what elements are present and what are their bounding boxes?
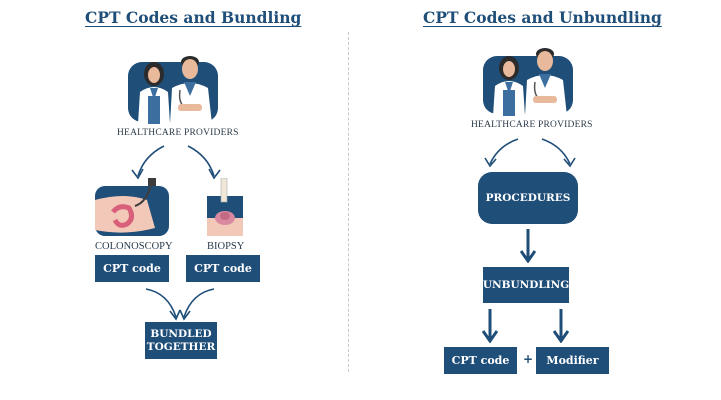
right-providers-label: HEALTHCARE PROVIDERS [471,120,593,130]
colonoscopy-label: COLONOSCOPY [95,241,173,252]
down-arrow-icon [520,229,536,263]
bundled-line-2: TOGETHER [146,340,216,353]
right-cpt-code-label: CPT code [451,354,510,367]
right-title: CPT Codes and Unbundling [423,8,662,27]
doctors-illustration-icon [128,56,218,124]
cpt-code-label: CPT code [103,262,161,275]
cpt-code-label: CPT code [194,262,252,275]
right-cpt-code-box: CPT code [444,347,517,374]
modifier-label: Modifier [546,354,599,367]
cpt-code-box-colonoscopy: CPT code [95,255,169,282]
modifier-box: Modifier [536,347,609,374]
down-arrow-left-icon [482,309,498,343]
cpt-code-box-biopsy: CPT code [186,255,260,282]
colonoscopy-illustration-icon [95,178,169,236]
right-split-arrows-icon [484,138,576,168]
left-title: CPT Codes and Bundling [85,8,302,27]
bundled-line-1: BUNDLED [150,327,212,340]
unbundling-label: UNBUNDLING [482,279,570,291]
left-providers-label: HEALTHCARE PROVIDERS [117,128,239,138]
plus-sign: + [523,352,534,366]
bundled-together-box: BUNDLED TOGETHER [145,322,217,359]
left-split-arrows-icon [131,145,221,180]
procedures-label: PROCEDURES [485,192,571,204]
merge-arrows-icon [145,288,215,321]
biopsy-label: BIOPSY [207,241,245,252]
unbundling-box: UNBUNDLING [483,267,569,303]
center-divider [348,32,349,372]
procedures-box: PROCEDURES [478,172,578,224]
biopsy-illustration-icon [207,178,243,236]
doctors-illustration-right-icon [483,48,573,116]
down-arrow-right-icon [553,309,569,343]
